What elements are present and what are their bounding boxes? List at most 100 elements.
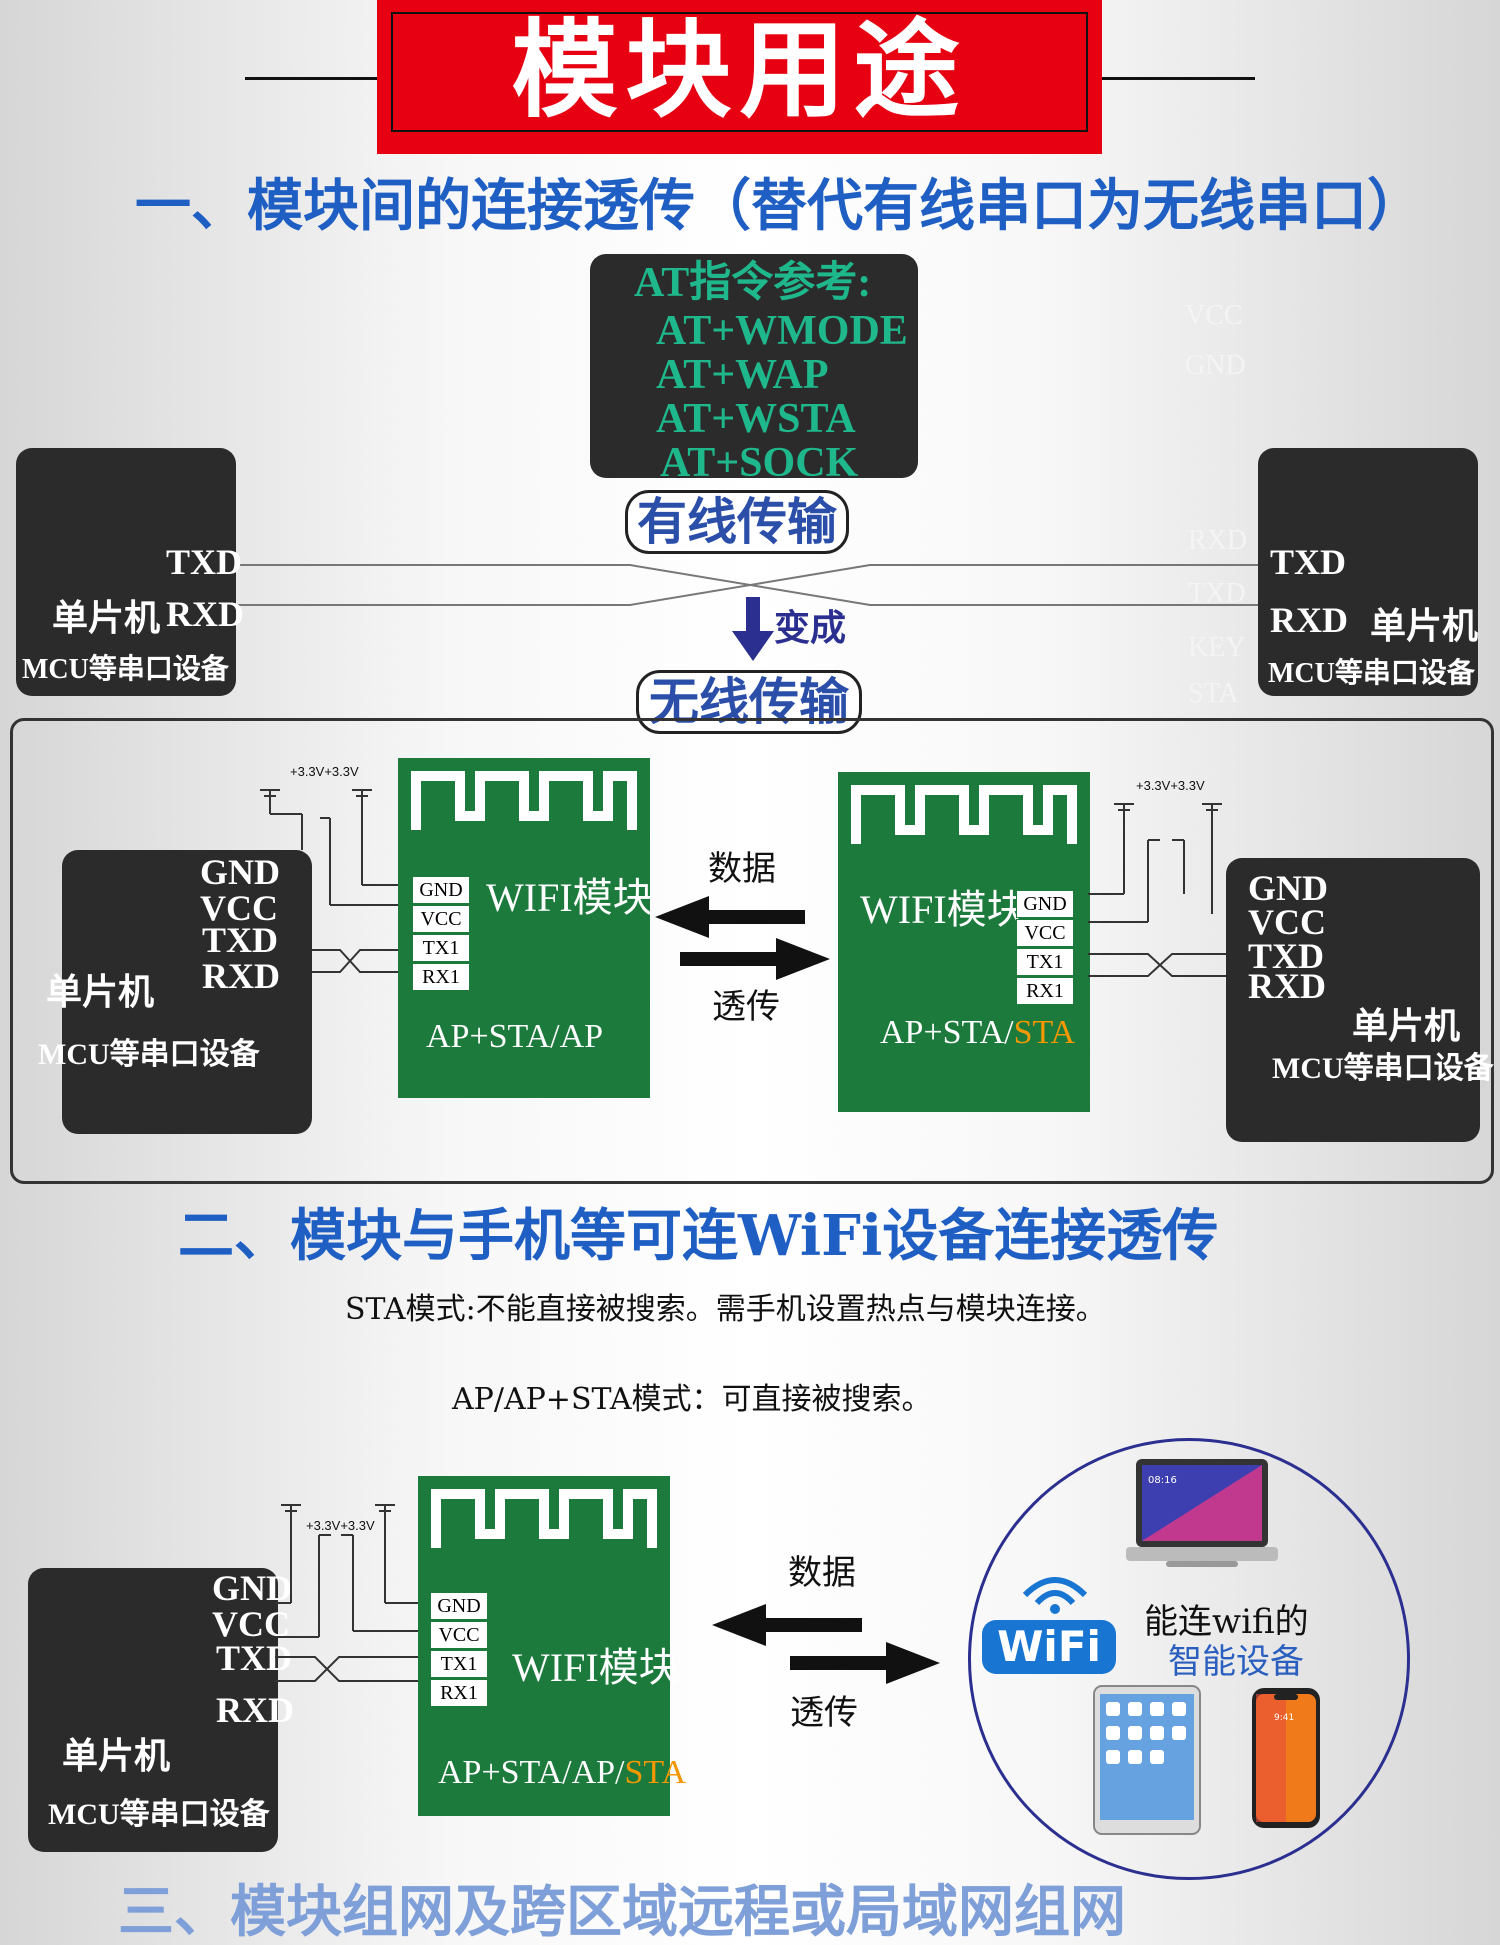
pin-gnd: GND [1016,890,1074,918]
left-power-wiring [260,789,400,973]
mcu-name: 单片机 [62,1736,171,1776]
ghost-pin-label: KEY [1188,632,1246,663]
pin-tx1: TX1 [1016,948,1074,976]
module-mode: AP+STA/AP [426,1018,604,1055]
ghost-pin-label: GND [1185,350,1246,381]
section2-heading: 二、模块与手机等可连WiFi设备连接透传 [178,1203,1219,1269]
wired-cross-lines [230,564,1270,606]
phone-time: 9:41 [1274,1713,1294,1723]
banner-right-rule [1010,77,1255,80]
txd-label: TXD [166,542,243,582]
passthrough-label: 透传 [790,1693,858,1733]
module-mode: AP+STA/STA [880,1014,1076,1051]
device-name: 单片机 [1370,606,1479,646]
at-command: AT+WAP [656,352,829,398]
txd-label: TXD [1270,542,1347,582]
left-mcu: GND VCC TXD RXD 单片机 MCU等串口设备 [38,850,312,1134]
banner: 模块用途 [377,0,1102,154]
smart-devices-circle [968,1438,1410,1880]
sta-mode-note: STA模式:不能直接被搜索。需手机设置热点与模块连接。 [345,1292,1106,1327]
mcu-name: 单片机 [46,972,155,1012]
ap-mode-note: AP/AP+STA模式：可直接被搜索。 [452,1382,932,1417]
section2-mcu: GND VCC TXD RXD 单片机 MCU等串口设备 [28,1568,294,1852]
antenna-icon [431,1489,657,1548]
at-command: AT+WMODE [656,308,908,354]
right-serial-device: TXD RXD 单片机 MCU等串口设备 [1258,448,1478,696]
mcu-subtitle: MCU等串口设备 [1272,1052,1494,1085]
right-power-wiring [1088,803,1228,977]
at-command: AT+WSTA [656,396,856,442]
module-mode-accent: STA [1013,1014,1076,1051]
section3-heading: 三、模块组网及跨区域远程或局域网组网 [118,1879,1126,1945]
mcu-subtitle: MCU等串口设备 [38,1038,260,1071]
pin-rxd-label: RXD [216,1690,294,1730]
device-name: 单片机 [52,598,161,638]
section2-power-wiring [275,1504,425,1682]
voltage-label: +3.3V+3.3V [306,1518,375,1533]
ghost-pin-label: VCC [1185,300,1243,331]
arrow-left-icon [655,896,805,938]
module-title: WIFI模块 [512,1645,679,1690]
smart-device-label-1: 能连wifi的 [1144,1602,1309,1642]
module-mode: AP+STA/AP/STA [438,1754,687,1791]
banner-title: 模块用途 [511,9,968,132]
module-title: WIFI模块 [860,887,1027,932]
pin-txd-label: TXD [1248,936,1325,976]
pin-vcc: VCC [1016,919,1074,947]
laptop-icon: 08:16 [1126,1459,1278,1567]
phone-icon: 9:41 [1252,1688,1320,1828]
pin-vcc-label: VCC [1248,902,1326,942]
pin-gnd-label: GND [1248,868,1328,908]
voltage-label: +3.3V+3.3V [1136,778,1205,793]
banner-left-rule [245,77,490,80]
pin-gnd-label: GND [212,1568,292,1608]
at-command-box: AT指令参考: AT+WMODE AT+WAP AT+WSTA AT+SOCK [590,254,918,484]
arrow-left-icon [712,1604,862,1646]
rxd-label: RXD [166,594,244,634]
pin-gnd-label: GND [200,852,280,892]
antenna-icon [411,771,637,830]
wired-transmission-label: 有线传输 [625,490,849,554]
laptop-time: 08:16 [1148,1475,1177,1486]
pin-vcc: VCC [412,905,470,933]
pin-tx1: TX1 [430,1650,488,1678]
voltage-label: +3.3V+3.3V [290,764,359,779]
wifi-badge: WiFi [982,1620,1116,1674]
at-command: AT+SOCK [660,440,859,486]
module-mode-accent: STA [624,1754,687,1791]
pin-rx1: RX1 [412,963,470,991]
wifi-module-right: WIFI模块 GND VCC TX1 RX1 AP+STA/STA [838,772,1090,1112]
pin-vcc-label: VCC [200,888,278,928]
right-mcu: GND VCC TXD RXD 单片机 MCU等串口设备 [1226,858,1494,1142]
pin-gnd: GND [412,876,470,904]
data-label: 数据 [708,849,776,889]
pin-vcc: VCC [430,1621,488,1649]
arrow-down-icon [732,597,774,661]
pin-rxd-label: RXD [202,956,280,996]
pin-gnd: GND [430,1592,488,1620]
passthrough-label: 透传 [712,987,780,1027]
pin-tx1: TX1 [412,934,470,962]
ghost-pin-label: RXD [1188,525,1248,556]
ghost-pin-label: TXD [1188,578,1246,609]
mcu-name: 单片机 [1352,1006,1461,1046]
data-label: 数据 [788,1553,856,1593]
smart-device-label-2: 智能设备 [1168,1642,1304,1682]
tablet-icon [1093,1685,1201,1835]
pin-txd-label: TXD [202,920,279,960]
pin-rx1: RX1 [430,1679,488,1707]
arrow-right-icon [680,938,830,980]
at-title: AT指令参考: [634,260,872,306]
device-subtitle: MCU等串口设备 [1268,658,1475,689]
banner-frame [391,12,1088,132]
wifi-module-left: GND VCC TX1 RX1 WIFI模块 AP+STA/AP [398,758,653,1098]
arrow-right-icon [790,1642,940,1684]
mcu-subtitle: MCU等串口设备 [48,1798,270,1831]
ghost-pin-label: STA [1188,678,1239,709]
section1-heading: 一、模块间的连接透传（替代有线串口为无线串口） [135,173,1423,239]
pin-rx1: RX1 [1016,977,1074,1005]
pin-rxd-label: RXD [1248,966,1326,1006]
antenna-icon [851,785,1077,844]
device-subtitle: MCU等串口设备 [22,654,229,685]
becomes-label: 变成 [774,607,847,649]
